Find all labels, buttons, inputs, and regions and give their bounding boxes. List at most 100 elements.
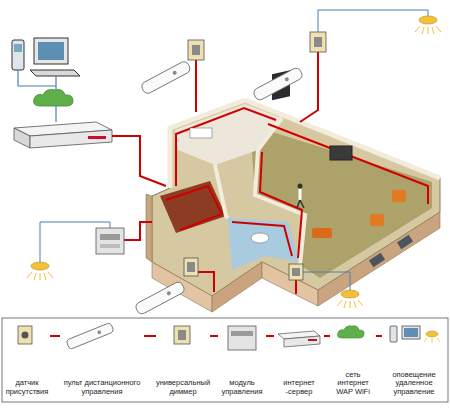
server-front [30, 130, 112, 148]
keyboard [30, 70, 80, 76]
monitor-screen [38, 42, 64, 60]
pc-icon [402, 326, 420, 339]
lamp [31, 262, 49, 270]
bus-wire [144, 335, 156, 337]
wiring [268, 124, 428, 204]
switch-key [292, 268, 300, 276]
light-rays [415, 26, 441, 34]
device-label: удаленное управление [383, 379, 445, 396]
module-detail [231, 331, 253, 336]
device-item: сеть интернет WAP WiFi [330, 322, 376, 398]
device-label: оповещение [392, 371, 435, 379]
light-line [40, 222, 110, 262]
armchair [392, 190, 406, 202]
remote-body [140, 60, 192, 95]
remote-button [166, 291, 171, 296]
dimmer-knob [178, 330, 186, 340]
device-label: датчик присутствия [5, 379, 49, 396]
window [397, 235, 413, 249]
device-item: оповещениеудаленное управление [382, 322, 446, 398]
sensor-icon [18, 326, 32, 344]
module-detail [100, 244, 120, 248]
lamp [419, 16, 437, 24]
ceiling-light [337, 290, 363, 308]
remote-button [97, 330, 102, 335]
module-detail [100, 234, 120, 240]
wiring [195, 60, 197, 112]
network-line [55, 106, 56, 122]
interior-wall [170, 100, 245, 188]
switch-key [314, 37, 322, 47]
device-label: пульт дистанционного управления [61, 379, 143, 396]
device-label: универсальный диммер [156, 379, 210, 396]
legend-band [2, 318, 448, 402]
house-wall [146, 194, 152, 262]
wiring [300, 52, 318, 122]
switch-key [187, 262, 195, 272]
wall-switch [184, 258, 198, 276]
wall-switch [289, 264, 303, 280]
bus-wire [210, 335, 218, 337]
device-item: пульт дистанционного управления [60, 322, 144, 398]
server-icon-front [284, 336, 320, 347]
person-leg [300, 200, 304, 208]
house-wall [212, 262, 262, 312]
wiring [112, 136, 166, 186]
dimmer-icon [174, 326, 190, 344]
armchair [370, 214, 384, 226]
bathtub [251, 233, 269, 243]
device-item: интернет -сервер [274, 322, 324, 398]
interior-wall [215, 165, 228, 218]
remote-body [134, 280, 186, 315]
server-logo [88, 136, 106, 139]
bus-wire [50, 335, 60, 337]
wiring [295, 280, 297, 294]
light-line [303, 272, 350, 290]
remote-control [252, 66, 304, 101]
bus-wire [324, 335, 330, 337]
device-item: датчик присутствия [4, 322, 50, 398]
server-logo [308, 339, 317, 341]
person-head [298, 184, 303, 189]
light-rays [337, 300, 363, 308]
wiring [232, 222, 292, 256]
device-item: модуль управления [218, 322, 266, 398]
house-wall [318, 212, 440, 306]
house-wall [262, 262, 318, 306]
wall-switch [188, 40, 204, 60]
switch-key [192, 45, 200, 55]
bus-wire [376, 335, 382, 337]
interior-wall [245, 100, 440, 178]
remote-button [284, 77, 289, 82]
cloud-icon [338, 326, 365, 338]
person-body [299, 189, 302, 200]
remote-body [66, 322, 114, 349]
phone-screen [14, 44, 22, 52]
person-leg [297, 200, 300, 208]
internet-cloud [34, 90, 73, 106]
device-item: универсальный диммер [156, 322, 210, 398]
bus-wire [266, 335, 274, 337]
server-side [14, 128, 30, 148]
wiring [198, 272, 214, 292]
bathroom-floor [228, 218, 300, 270]
sofa [312, 228, 332, 238]
corridor-floor [160, 181, 226, 233]
ceiling-light [27, 262, 53, 280]
device-label: интернет -сервер [275, 379, 323, 396]
television [330, 146, 352, 160]
wiring [166, 186, 222, 230]
sensor-lens [22, 332, 29, 339]
wiring [120, 222, 152, 240]
mobile-phone [12, 40, 24, 70]
kitchen-cabinet [190, 128, 212, 138]
light-rays [424, 338, 440, 343]
wall-switch [310, 32, 326, 52]
pc-screen [404, 328, 418, 337]
computer-monitor [34, 38, 68, 64]
remote-body [252, 66, 304, 101]
phone-icon [390, 326, 397, 342]
